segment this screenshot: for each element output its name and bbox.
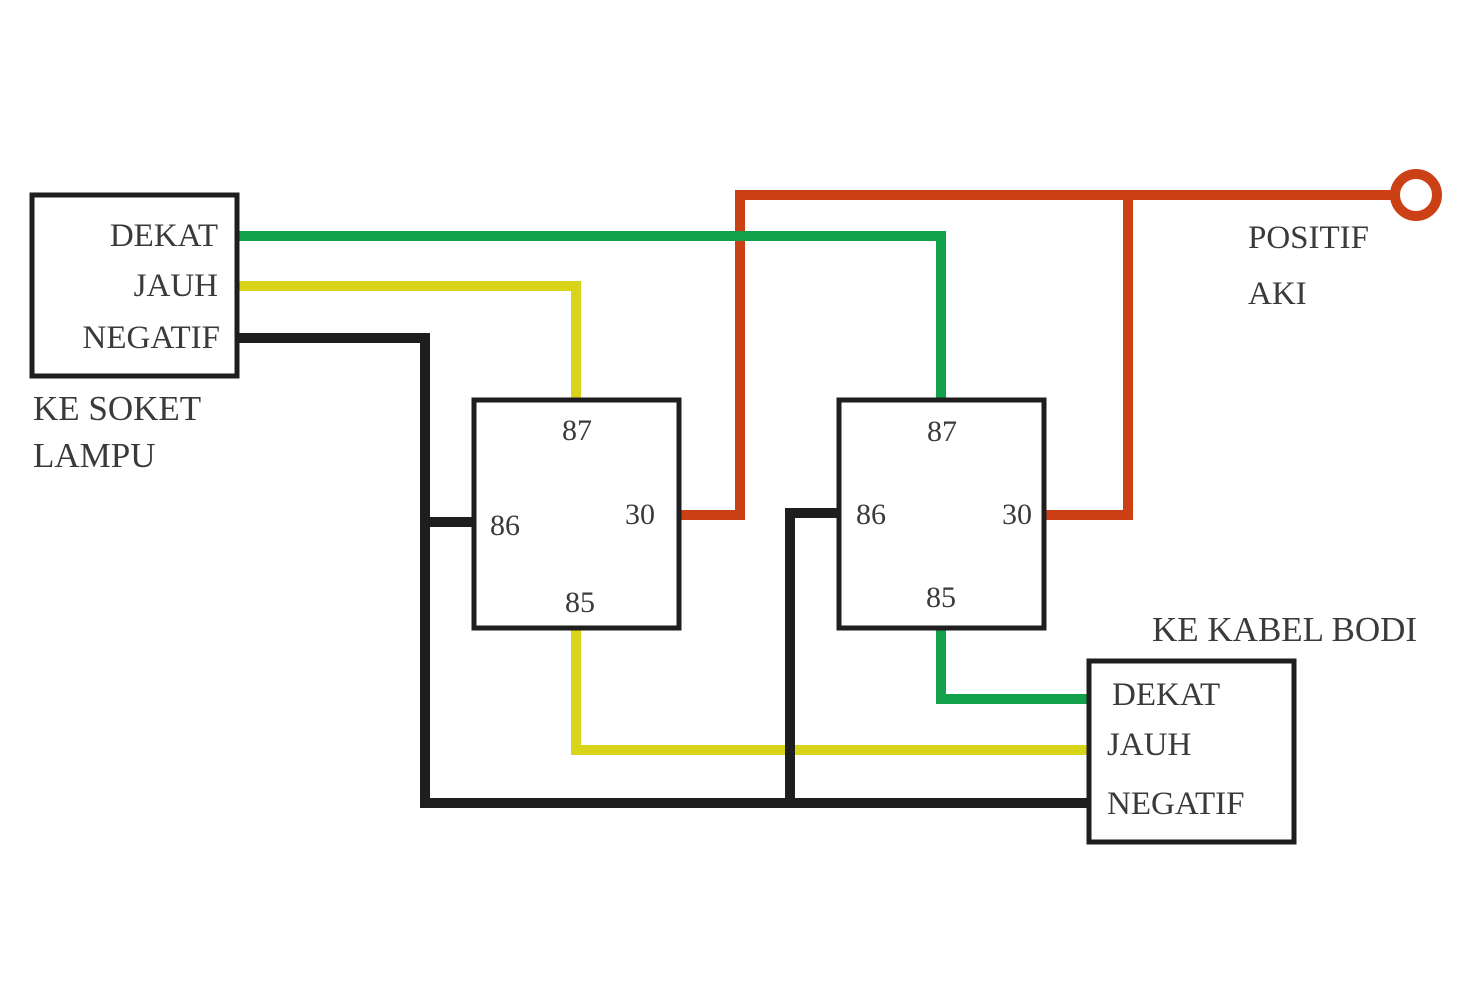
relay-2: 87 86 30 85 <box>836 397 1047 631</box>
relay-2-pin-86: 86 <box>856 498 886 531</box>
left-connector-box: DEKAT JAUH NEGATIF <box>29 192 240 379</box>
battery-positive-terminal <box>1390 169 1442 221</box>
relay-1-pin-87: 87 <box>562 414 592 447</box>
relay-1-pin-85: 85 <box>565 586 595 619</box>
right-pin-jauh: JAUH <box>1107 727 1191 763</box>
relay-1-pin-86: 86 <box>490 509 520 542</box>
green-wire-dekat <box>237 231 1088 704</box>
left-pin-dekat: DEKAT <box>110 218 218 254</box>
battery-label-line1: POSITIF <box>1248 220 1369 256</box>
yellow-wire-jauh <box>237 281 1088 755</box>
right-pin-dekat: DEKAT <box>1112 677 1220 713</box>
right-pin-negatif: NEGATIF <box>1107 786 1245 822</box>
relay-2-pin-87: 87 <box>927 415 957 448</box>
relay-1-pin-30: 30 <box>625 498 655 531</box>
relay-1: 87 86 30 85 <box>471 397 682 631</box>
left-pin-jauh: JAUH <box>134 268 218 304</box>
relay-2-pin-85: 85 <box>926 581 956 614</box>
red-wire-positive <box>680 190 1395 520</box>
right-connector-caption: KE KABEL BODI <box>1152 610 1417 649</box>
relay-2-pin-30: 30 <box>1002 498 1032 531</box>
left-connector-caption-line1: KE SOKET <box>33 389 201 428</box>
right-connector-box: DEKAT JAUH NEGATIF <box>1086 658 1297 845</box>
black-wire-negatif <box>237 333 1088 808</box>
battery-label-line2: AKI <box>1248 276 1307 312</box>
left-connector-caption-line2: LAMPU <box>33 436 156 475</box>
left-pin-negatif: NEGATIF <box>83 320 221 356</box>
